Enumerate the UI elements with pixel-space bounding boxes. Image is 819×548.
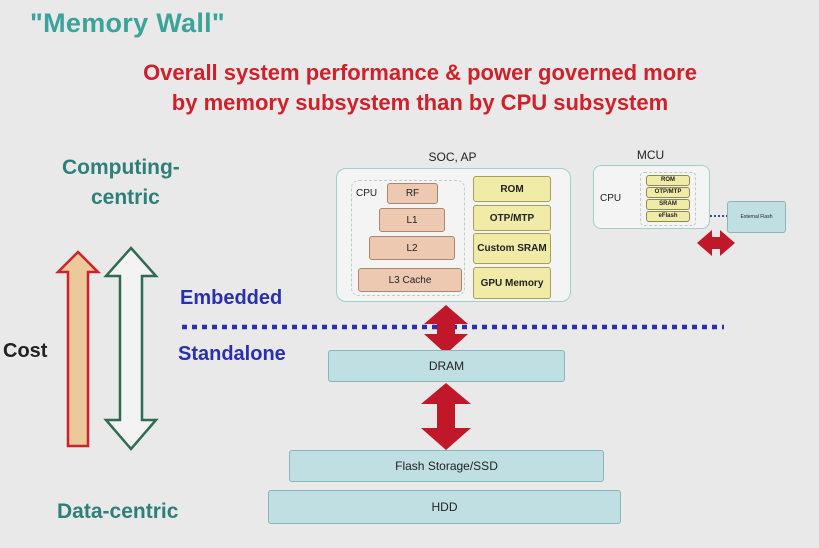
soc-title: SOC, AP: [428, 150, 477, 164]
computing-centric-line-1: Computing-: [62, 156, 180, 179]
centric-double-arrow: [103, 246, 159, 451]
subtitle-line-1: Overall system performance & power gover…: [143, 60, 697, 85]
hdd-bar: HDD: [268, 490, 621, 524]
dram-bar: DRAM: [328, 350, 565, 382]
slide-title: "Memory Wall": [30, 8, 226, 38]
computing-centric-label: Computing- centric: [62, 153, 180, 213]
l2-block: L2: [369, 236, 455, 260]
soc-cpu-box: [351, 180, 465, 296]
embedded-label: Embedded: [180, 287, 283, 309]
rf-block: RF: [387, 183, 438, 204]
soc-dram-arrow: [424, 305, 468, 354]
flash-ssd-bar: Flash Storage/SSD: [289, 450, 604, 482]
l1-block: L1: [379, 208, 445, 232]
standalone-label: Standalone: [178, 343, 286, 365]
slide-subtitle: Overall system performance & power gover…: [60, 58, 780, 118]
mcu-title: MCU: [636, 148, 665, 162]
gpu-memory-block: GPU Memory: [473, 267, 551, 299]
otp-mtp-block: OTP/MTP: [473, 205, 551, 231]
custom-sram-block: Custom SRAM: [473, 233, 551, 264]
mcu-rom-block: ROM: [646, 175, 690, 186]
mcu-otp-block: OTP/MTP: [646, 187, 690, 198]
dram-flash-arrow: [421, 383, 471, 450]
mcu-inner-box: [640, 172, 696, 226]
cost-arrow: [54, 250, 102, 448]
data-centric-label: Data-centric: [57, 500, 179, 523]
computing-centric-line-2: centric: [91, 186, 160, 209]
mcu-cpu-label: CPU: [600, 193, 622, 204]
mcu-eflash-block: eFlash: [646, 211, 690, 222]
subtitle-line-2: by memory subsystem than by CPU subsyste…: [171, 90, 669, 115]
l3-cache-block: L3 Cache: [358, 268, 462, 292]
soc-cpu-label: CPU: [356, 188, 378, 199]
mcu-arrow: [697, 230, 735, 256]
external-flash-box: External Flash: [727, 201, 786, 233]
mcu-sram-block: SRAM: [646, 199, 690, 210]
cost-label: Cost: [3, 340, 48, 362]
rom-block: ROM: [473, 176, 551, 202]
